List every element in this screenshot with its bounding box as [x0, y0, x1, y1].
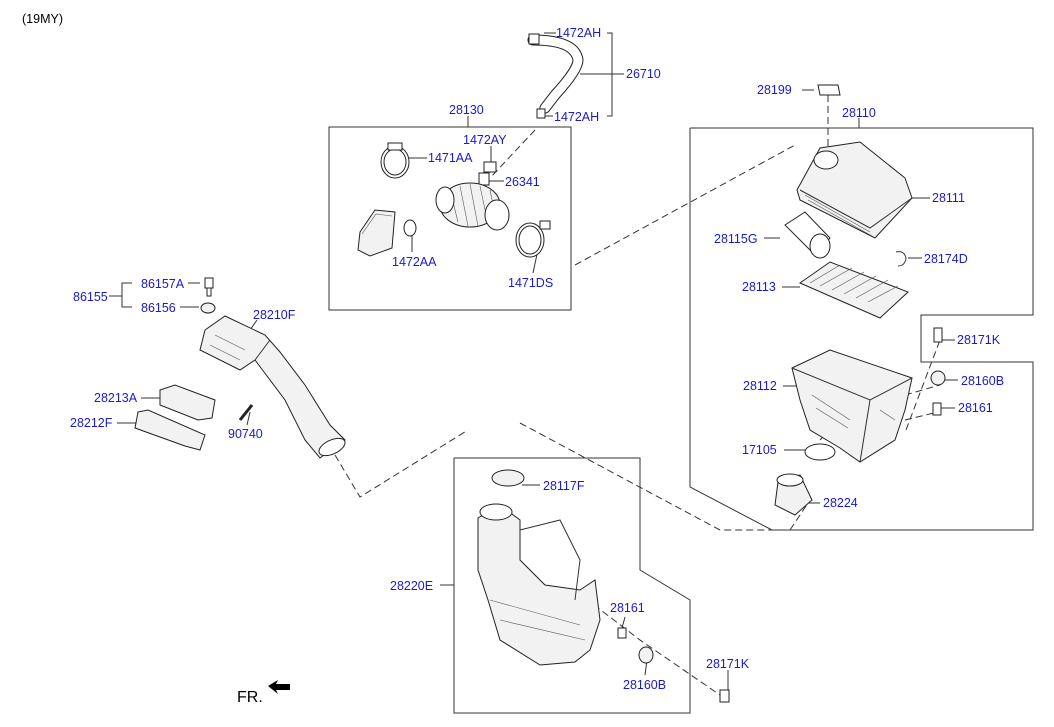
label-86157A: 86157A	[141, 277, 185, 291]
front-direction-label: FR.	[237, 689, 263, 706]
box-28110	[689, 127, 1034, 531]
duct-28224-part	[774, 473, 813, 516]
label-28160B-bottom: 28160B	[623, 678, 666, 692]
leader-lines	[109, 32, 958, 690]
label-28110: 28110	[842, 106, 876, 120]
label-86156: 86156	[141, 301, 176, 315]
bolt-90740-part	[238, 404, 254, 421]
body-28112-part	[791, 349, 913, 463]
resonator-28220E-part	[477, 503, 601, 666]
label-90740: 90740	[228, 427, 263, 441]
clamp-1471DS-part	[515, 220, 551, 258]
bracket-28212F-part	[134, 409, 206, 451]
label-28213A: 28213A	[94, 391, 138, 405]
label-28212F: 28212F	[70, 416, 113, 430]
hose-26710-part	[527, 33, 584, 119]
label-28171K-right: 28171K	[957, 333, 1001, 347]
washer-86156-part	[200, 302, 216, 314]
resonator-1472AA-part	[357, 209, 417, 257]
dash-line-bottom-mount	[584, 597, 721, 696]
bracket-28213A-part	[159, 384, 216, 421]
bolt-86157A-part	[204, 277, 214, 297]
label-28224: 28224	[823, 496, 858, 510]
label-26341: 26341	[505, 175, 540, 189]
label-1472AH-top: 1472AH	[556, 26, 601, 40]
label-86155: 86155	[73, 290, 108, 304]
clamp-1471AA-part	[380, 142, 410, 179]
label-28174D: 28174D	[924, 252, 968, 266]
dash-line-28220E-to-28224	[519, 422, 811, 531]
filter-28113-part	[798, 261, 909, 319]
label-28161-right: 28161	[958, 401, 993, 415]
mount-right-parts	[930, 327, 946, 416]
label-28130: 28130	[449, 103, 484, 117]
box-28220E	[453, 457, 691, 714]
label-28113: 28113	[742, 280, 776, 294]
label-28112: 28112	[743, 379, 777, 393]
duct-28210F-part	[199, 315, 346, 459]
intake-hose-28130-part	[435, 182, 510, 231]
label-26710: 26710	[626, 67, 661, 81]
label-28161-bottom: 28161	[610, 601, 645, 615]
cover-28111-part	[796, 141, 913, 239]
clip-28174D-part	[895, 251, 907, 267]
label-28220E: 28220E	[390, 579, 433, 593]
label-28117F: 28117F	[543, 479, 585, 493]
dash-line-28130-to-28110	[574, 144, 796, 266]
label-28115G: 28115G	[714, 232, 758, 246]
label-28199: 28199	[757, 83, 792, 97]
label-1472AH-bottom: 1472AH	[554, 110, 599, 124]
label-28111: 28111	[932, 191, 965, 205]
part-labels: 1472AH 26710 1472AH 28130 1472AY 1471AA …	[70, 26, 1004, 692]
dash-line-28210F-to-28220E	[334, 429, 469, 498]
duct-28115G-part	[784, 211, 831, 259]
label-17105: 17105	[742, 443, 777, 457]
gasket-17105-part	[804, 443, 836, 461]
label-1472AY: 1472AY	[463, 133, 507, 147]
front-arrow-icon	[268, 680, 290, 694]
mount-bottom-parts	[617, 627, 730, 703]
label-28210F: 28210F	[253, 308, 296, 322]
label-28160B-right: 28160B	[961, 374, 1004, 388]
label-28199-part	[817, 84, 841, 96]
model-year-label: (19MY)	[22, 12, 63, 26]
sensor-26341-part	[478, 161, 497, 186]
label-1471AA: 1471AA	[428, 151, 473, 165]
front-direction-indicator: FR.	[237, 680, 290, 706]
box-28130	[328, 126, 572, 311]
label-1472AA: 1472AA	[392, 255, 437, 269]
label-1471DS: 1471DS	[508, 276, 553, 290]
cap-28117F-part	[491, 469, 525, 487]
label-28171K-bottom: 28171K	[706, 657, 750, 671]
